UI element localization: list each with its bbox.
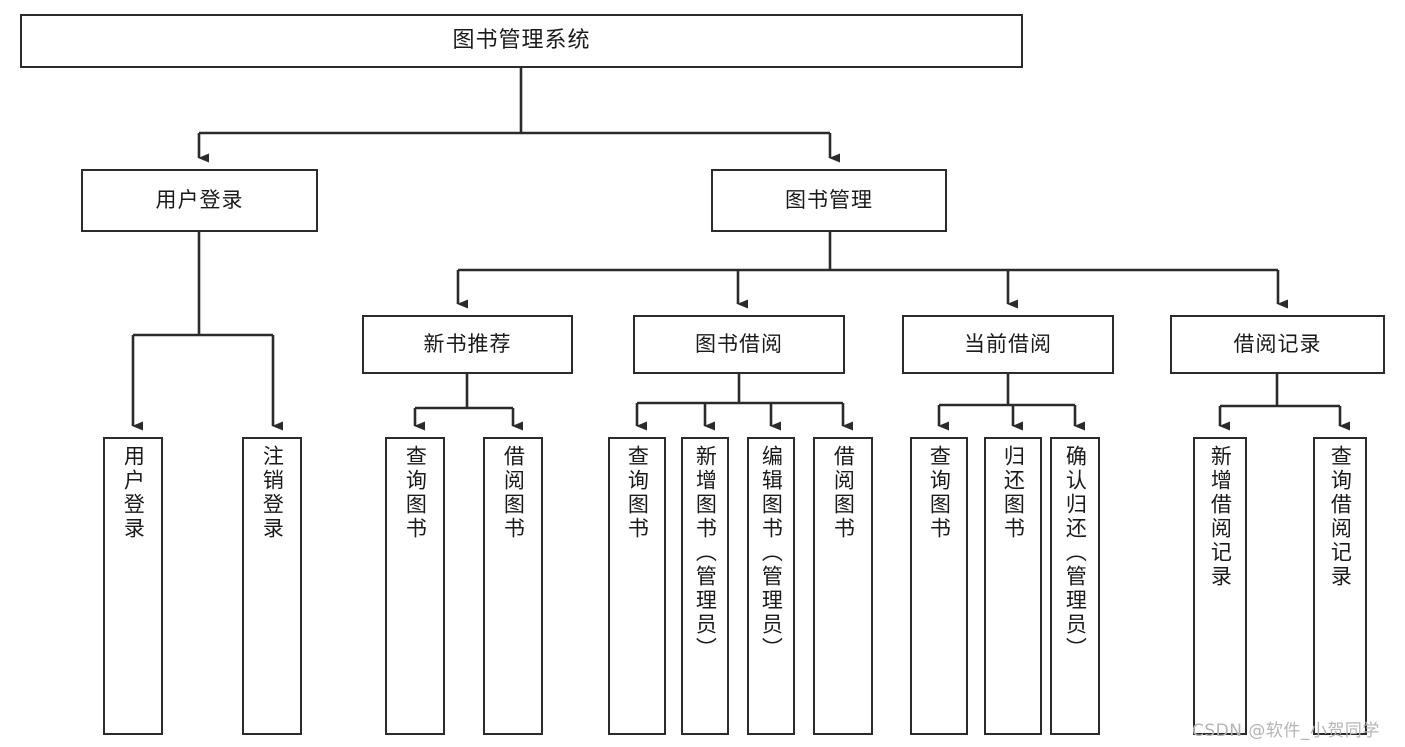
node-root-label: 图书管理系统 bbox=[452, 28, 591, 54]
node-book-management[interactable]: 图书管理 bbox=[711, 169, 947, 232]
node-book-borrow-label: 图书借阅 bbox=[695, 332, 783, 357]
node-new-book-recommend-label: 新书推荐 bbox=[423, 332, 512, 357]
leaf-edit-book-admin[interactable]: 编辑图书（管理员） bbox=[747, 437, 795, 735]
leaf-label: 确认归还（管理员） bbox=[1063, 445, 1088, 661]
leaf-label: 借阅图书 bbox=[501, 445, 526, 541]
watermark: CSDN @软件_小贺同学 bbox=[1192, 721, 1380, 741]
leaf-query-book-borrow[interactable]: 查询图书 bbox=[608, 437, 666, 735]
node-new-book-recommend[interactable]: 新书推荐 bbox=[362, 315, 573, 374]
leaf-label: 用户登录 bbox=[121, 445, 146, 541]
node-root[interactable]: 图书管理系统 bbox=[20, 14, 1023, 68]
leaf-label: 注销登录 bbox=[260, 445, 285, 541]
leaf-add-borrow-record[interactable]: 新增借阅记录 bbox=[1193, 437, 1247, 735]
leaf-confirm-return-admin[interactable]: 确认归还（管理员） bbox=[1050, 437, 1100, 735]
leaf-label: 查询图书 bbox=[625, 445, 650, 541]
node-borrow-records-label: 借阅记录 bbox=[1233, 332, 1322, 357]
leaf-borrow-book[interactable]: 借阅图书 bbox=[813, 437, 873, 735]
node-user-login-label: 用户登录 bbox=[155, 188, 244, 213]
leaf-label: 查询图书 bbox=[403, 445, 428, 541]
leaf-query-borrow-record[interactable]: 查询借阅记录 bbox=[1313, 437, 1367, 735]
node-user-login[interactable]: 用户登录 bbox=[81, 169, 318, 232]
leaf-label: 查询图书 bbox=[927, 445, 952, 541]
leaf-query-book-current[interactable]: 查询图书 bbox=[910, 437, 968, 735]
node-current-borrow-label: 当前借阅 bbox=[964, 332, 1052, 357]
node-borrow-records[interactable]: 借阅记录 bbox=[1170, 315, 1385, 374]
node-book-borrow[interactable]: 图书借阅 bbox=[633, 315, 845, 374]
leaf-user-login[interactable]: 用户登录 bbox=[103, 437, 163, 735]
leaf-label: 编辑图书（管理员） bbox=[759, 445, 784, 661]
leaf-label: 归还图书 bbox=[1001, 445, 1026, 541]
leaf-borrow-book-new[interactable]: 借阅图书 bbox=[483, 437, 543, 735]
leaf-label: 新增图书（管理员） bbox=[693, 445, 718, 661]
leaf-label: 查询借阅记录 bbox=[1328, 445, 1353, 589]
leaf-label: 借阅图书 bbox=[831, 445, 856, 541]
leaf-logout[interactable]: 注销登录 bbox=[242, 437, 302, 735]
leaf-label: 新增借阅记录 bbox=[1208, 445, 1233, 589]
leaf-add-book-admin[interactable]: 新增图书（管理员） bbox=[681, 437, 729, 735]
node-book-management-label: 图书管理 bbox=[785, 188, 873, 213]
leaf-return-book[interactable]: 归还图书 bbox=[984, 437, 1042, 735]
leaf-query-book-new[interactable]: 查询图书 bbox=[385, 437, 445, 735]
node-current-borrow[interactable]: 当前借阅 bbox=[902, 315, 1114, 374]
